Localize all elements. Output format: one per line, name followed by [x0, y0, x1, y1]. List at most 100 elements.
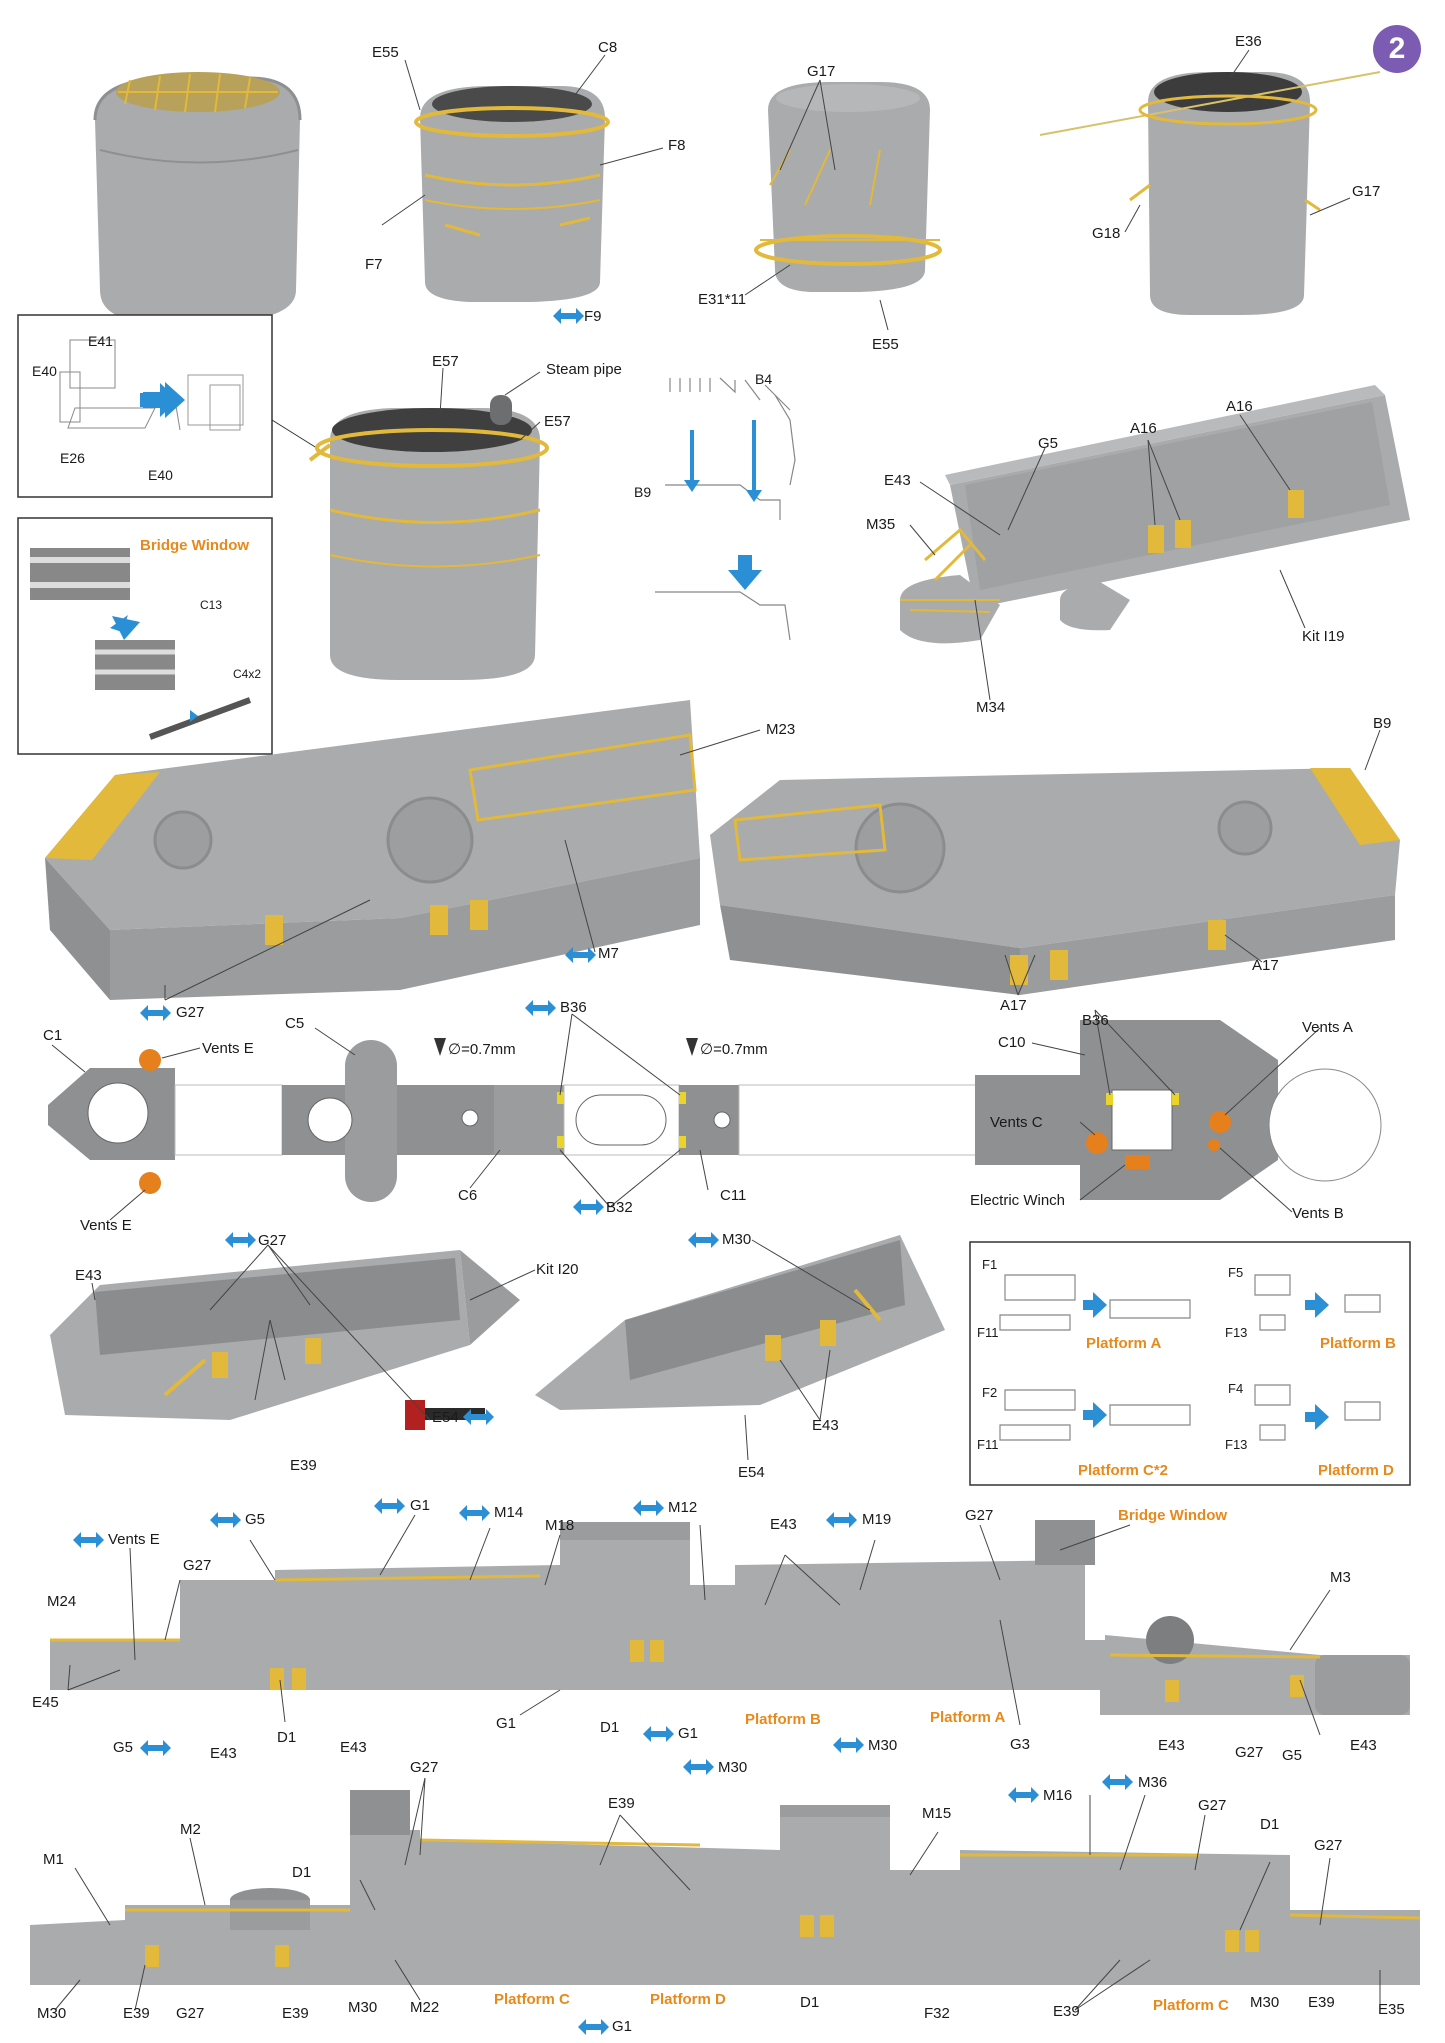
part-label: F1	[982, 1257, 998, 1272]
part-label: F8	[668, 137, 686, 154]
part-label: M36	[1138, 1774, 1168, 1791]
part-label: F9	[584, 308, 602, 325]
part-label: E43	[340, 1739, 367, 1756]
part-label: D1	[600, 1719, 620, 1736]
part-label: F11	[977, 1437, 999, 1452]
part-label: G27	[1314, 1837, 1343, 1854]
part-label: E43	[75, 1267, 102, 1284]
part-label: Electric Winch	[970, 1192, 1066, 1209]
ladder-arrows	[684, 420, 762, 590]
part-label: M30	[868, 1737, 898, 1754]
part-label: B9	[1373, 715, 1392, 732]
part-label: F13	[1225, 1437, 1248, 1452]
part-label: E43	[770, 1516, 797, 1533]
part-label: G3	[1010, 1736, 1031, 1753]
hull-side-view-2	[30, 1790, 1421, 1985]
part-label: B32	[606, 1199, 633, 1216]
part-label: M12	[668, 1499, 698, 1516]
part-label: Vents C	[990, 1114, 1043, 1131]
part-label: E39	[608, 1795, 635, 1812]
part-label: C13	[200, 598, 223, 612]
part-label: M30	[37, 2005, 67, 2022]
part-label: E40	[148, 467, 173, 483]
bridge-deck-right	[535, 1235, 945, 1410]
part-label: M2	[180, 1821, 201, 1838]
part-label: F7	[365, 256, 383, 273]
part-label: C8	[598, 39, 618, 56]
part-label: E31*11	[698, 291, 747, 308]
platform-d-label: Platform D	[650, 1991, 726, 2008]
part-label: E43	[812, 1417, 839, 1434]
leaders-row5	[91, 1239, 871, 1461]
part-label: E55	[872, 336, 899, 353]
part-label: M22	[410, 1999, 440, 2016]
part-label: C6	[458, 1187, 478, 1204]
part-label: G1	[410, 1497, 431, 1514]
part-label: E39	[1053, 2003, 1080, 2020]
part-label: E57	[432, 353, 459, 370]
drill-icons	[434, 1038, 698, 1056]
part-label: Vents E	[108, 1531, 160, 1548]
part-label: G5	[245, 1511, 266, 1528]
leaders-row7	[54, 1777, 1381, 2011]
part-label: M23	[766, 721, 796, 738]
part-label: E43	[884, 472, 911, 489]
part-label: G1	[678, 1725, 699, 1742]
part-label: B4	[755, 371, 773, 387]
drill-size-label: ∅=0.7mm	[700, 1041, 768, 1058]
part-label: G1	[496, 1715, 517, 1732]
part-label: G17	[807, 63, 836, 80]
part-label: M30	[722, 1231, 752, 1248]
part-label: F11	[977, 1325, 999, 1340]
part-label: E43	[1350, 1737, 1377, 1754]
part-label: Kit I20	[536, 1261, 579, 1278]
part-label: M15	[922, 1805, 952, 1822]
part-label: F2	[982, 1385, 998, 1400]
platform-b-label: Platform B	[745, 1711, 821, 1728]
superstructure-block	[900, 385, 1410, 644]
part-label: G27	[1235, 1744, 1264, 1761]
part-label: G27	[965, 1507, 994, 1524]
part-label: A17	[1000, 997, 1027, 1014]
part-label: G27	[176, 1004, 205, 1021]
part-label: E54	[432, 1409, 459, 1426]
ladder-diagram	[655, 377, 796, 641]
step-badge: 2	[1373, 25, 1421, 73]
part-label: M14	[494, 1504, 524, 1521]
part-label: F32	[924, 2005, 950, 2022]
big-blue-arrow	[140, 383, 178, 417]
platform-box	[969, 1241, 1411, 1486]
part-label: C4x2	[233, 667, 262, 681]
part-label: C10	[998, 1034, 1026, 1051]
part-label: Vents E	[202, 1040, 254, 1057]
part-label: E55	[372, 44, 399, 61]
part-label: Steam pipe	[546, 361, 622, 378]
part-label: E36	[1235, 33, 1262, 50]
part-label: G27	[258, 1232, 287, 1249]
platform-c-label-2: Platform C	[1153, 1997, 1229, 2014]
part-label: A16	[1130, 420, 1157, 437]
part-label: C1	[43, 1027, 63, 1044]
inset-bridge-window	[17, 517, 273, 755]
part-label: G27	[176, 2005, 205, 2022]
part-label: G27	[1198, 1797, 1227, 1814]
part-label: E40	[32, 363, 57, 379]
part-label: D1	[292, 1864, 312, 1881]
part-label: M30	[348, 1999, 378, 2016]
part-label: A16	[1226, 398, 1253, 415]
part-label: E43	[210, 1745, 237, 1762]
leaders-row2a	[439, 367, 541, 441]
part-label: M35	[866, 516, 896, 533]
part-label: E45	[32, 1694, 59, 1711]
part-label: E54	[738, 1464, 765, 1481]
part-label: D1	[800, 1994, 820, 2011]
deck-left-perspective	[45, 700, 700, 1000]
part-label: B36	[560, 999, 587, 1016]
part-label: M7	[598, 945, 619, 962]
platform-a-title: Platform A	[1086, 1335, 1162, 1352]
part-label: M19	[862, 1511, 892, 1528]
hull-side-view-1	[50, 1520, 1410, 1715]
bridge-window-label: Bridge Window	[1118, 1507, 1228, 1524]
part-label: M16	[1043, 1787, 1073, 1804]
part-label: E39	[290, 1457, 317, 1474]
